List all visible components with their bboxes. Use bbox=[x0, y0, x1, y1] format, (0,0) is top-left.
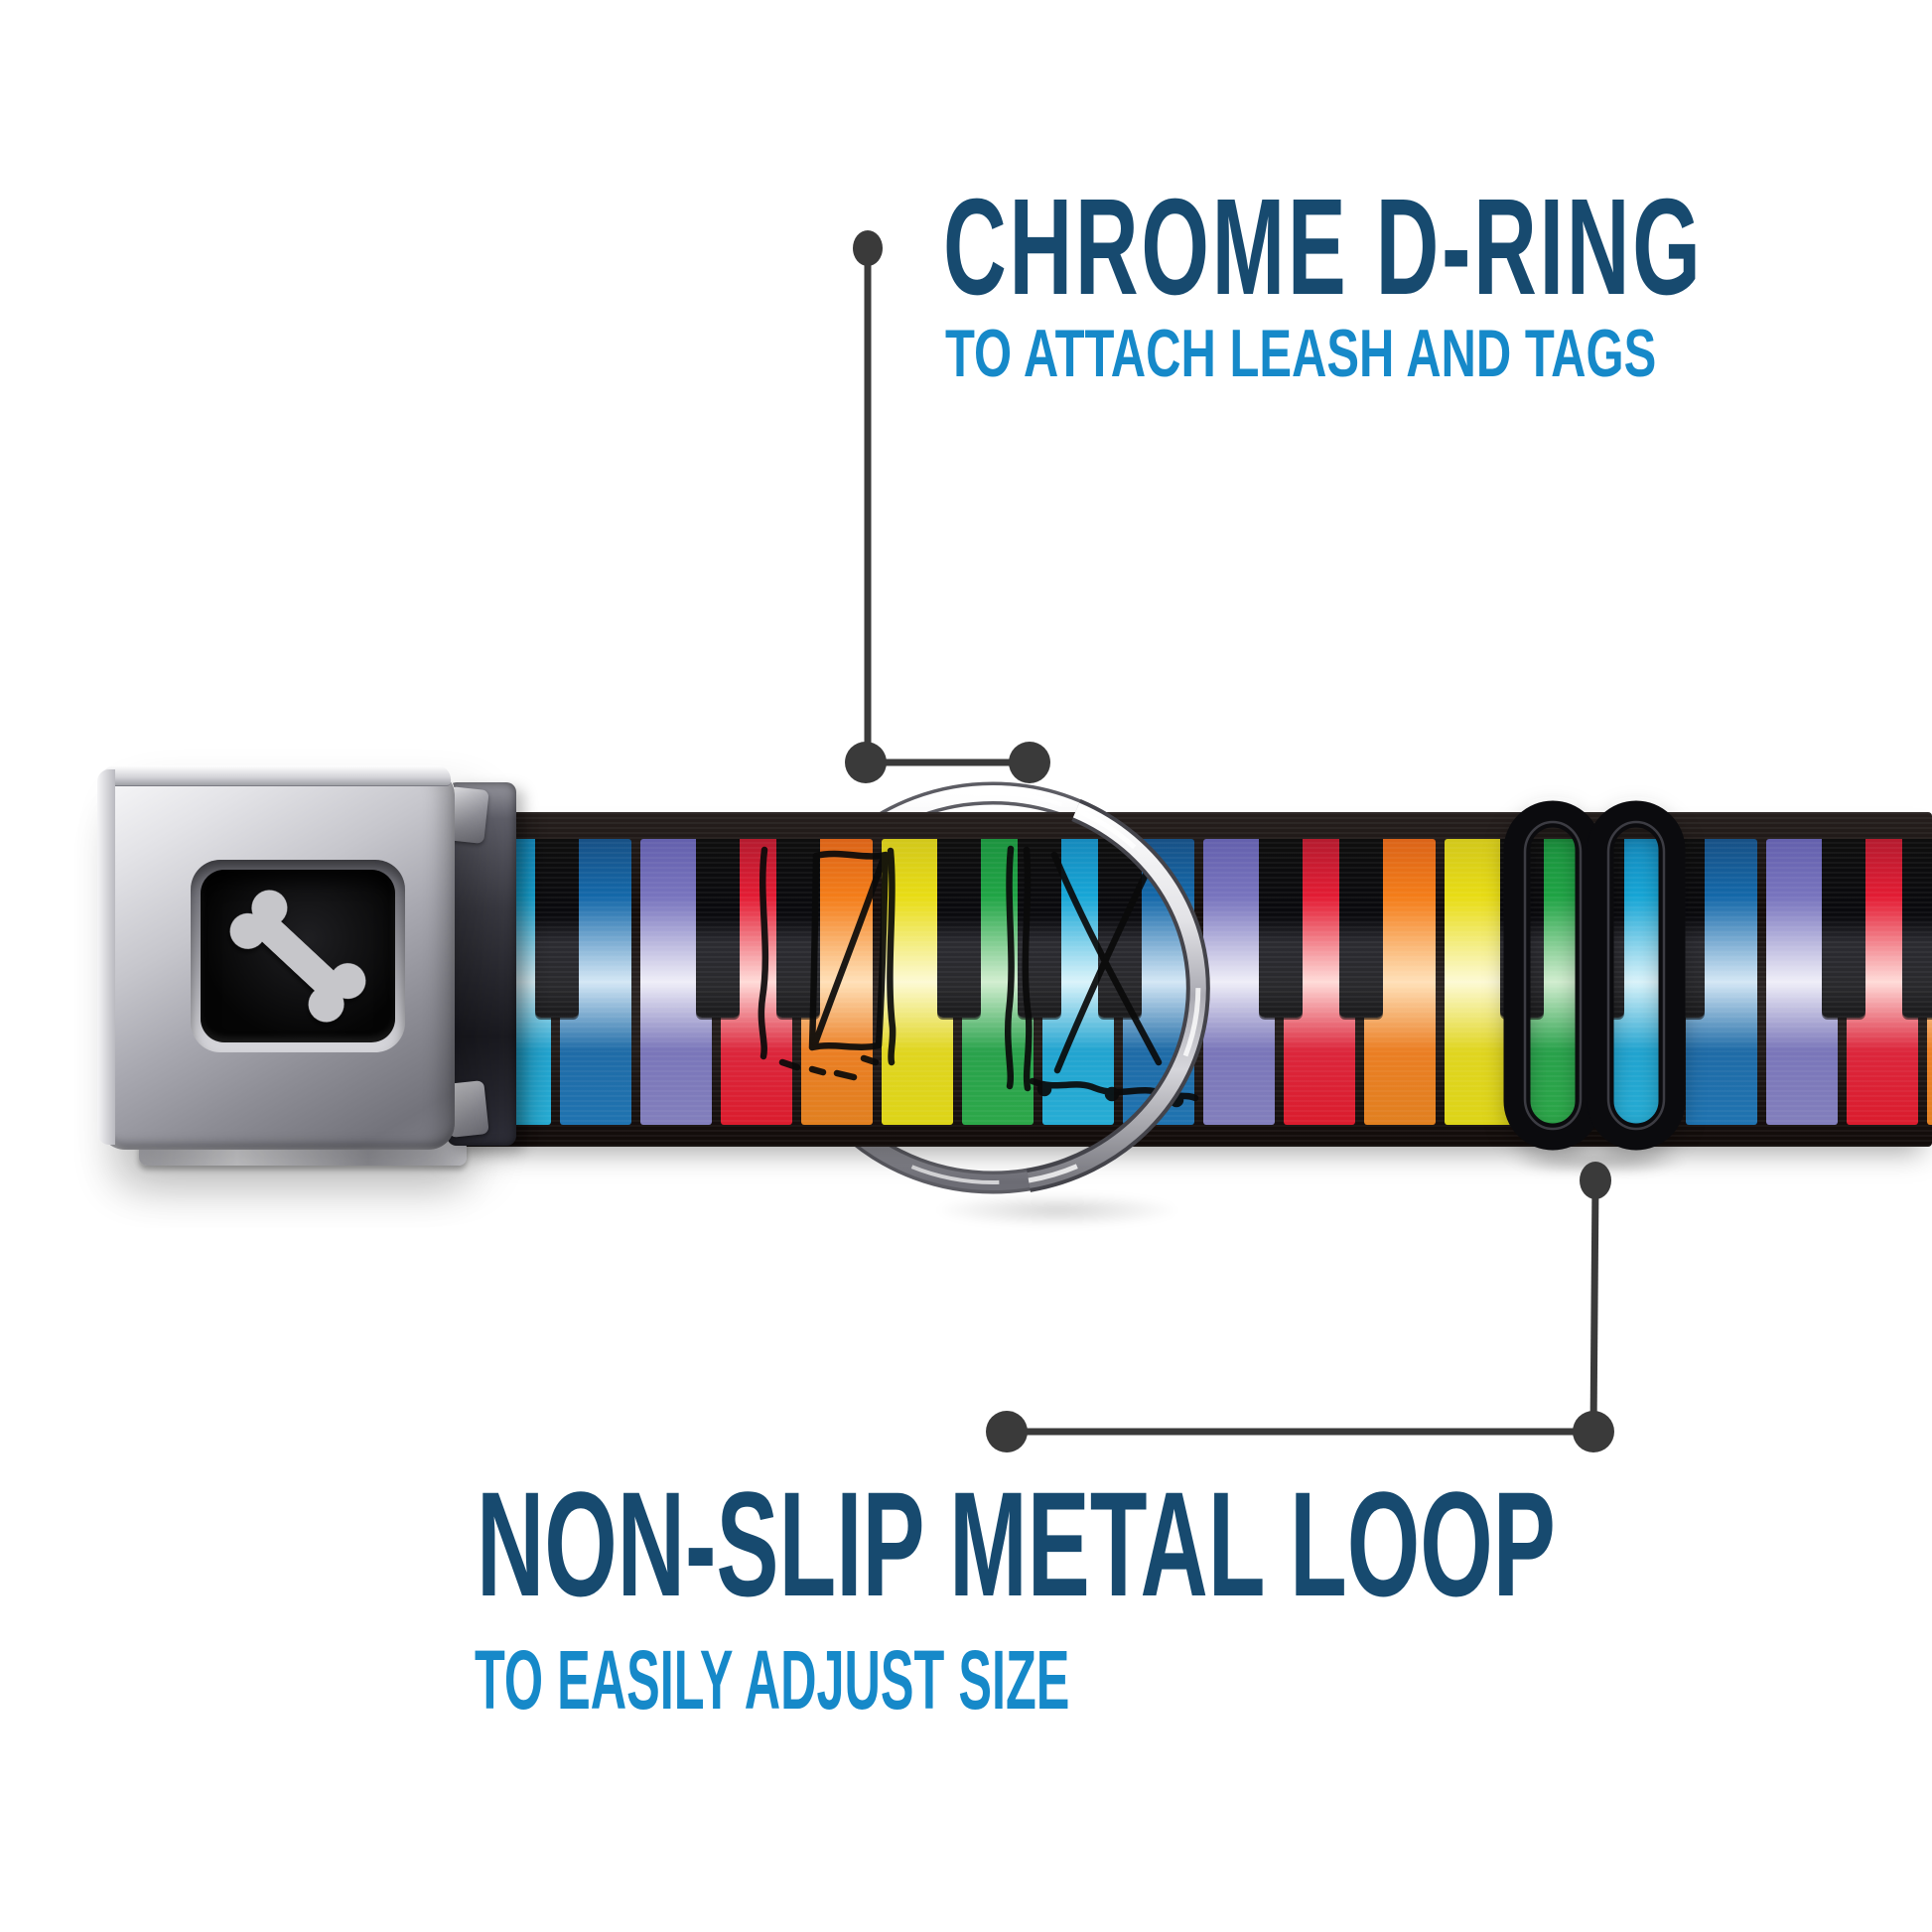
top-callout-dot-elbow bbox=[845, 742, 887, 783]
strap-texture bbox=[437, 812, 1932, 1147]
d-ring-shadow bbox=[933, 1193, 1181, 1227]
bottom-annotation-subtitle: TO EASILY ADJUST SIZE bbox=[475, 1633, 1070, 1726]
slider-shadow bbox=[1509, 1150, 1688, 1175]
top-annotation-subtitle: TO ATTACH LEASH AND TAGS bbox=[945, 316, 1657, 391]
bottom-callout-line-vertical bbox=[1589, 1179, 1599, 1433]
piano-black-key bbox=[1902, 839, 1932, 1018]
buckle-left-lip bbox=[97, 769, 115, 1145]
piano-black-key bbox=[1259, 839, 1303, 1018]
top-callout-dot-target bbox=[1009, 742, 1050, 783]
bottom-annotation-title: NON-SLIP METAL LOOP bbox=[477, 1460, 1556, 1627]
buckle-top-lip bbox=[101, 765, 451, 786]
bottom-callout-dot-text bbox=[986, 1411, 1028, 1452]
top-annotation-title: CHROME D-RING bbox=[943, 171, 1704, 324]
piano-black-key bbox=[1339, 839, 1383, 1018]
dog-bone-icon bbox=[229, 890, 366, 1023]
slider-top-glint bbox=[1528, 796, 1661, 805]
piano-black-key bbox=[696, 839, 740, 1018]
piano-black-key bbox=[1822, 839, 1865, 1018]
top-callout-dot-text bbox=[853, 230, 883, 266]
bottom-callout-dot-elbow bbox=[1573, 1411, 1614, 1452]
collar-strap bbox=[437, 812, 1932, 1147]
dog-bone-shape bbox=[229, 890, 366, 1023]
